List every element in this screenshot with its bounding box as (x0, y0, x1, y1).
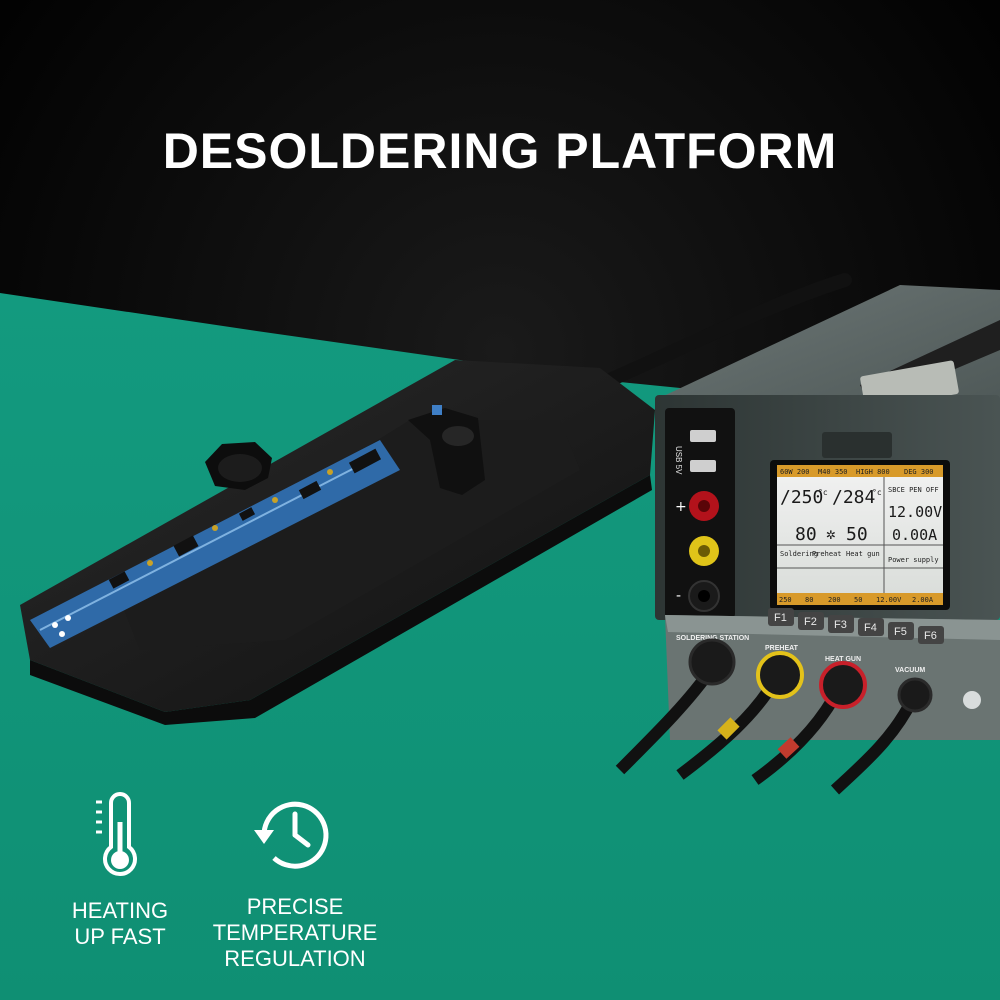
lcd-temp-set: /250 (780, 487, 823, 508)
soldering-station-port[interactable] (688, 638, 736, 686)
lcd-status: SBCE PEN OFF (888, 486, 939, 494)
port-label-soldering: SOLDERING STATION (676, 635, 749, 642)
f5-key[interactable] (888, 622, 914, 640)
port-label-heatgun: HEAT GUN (825, 656, 861, 663)
f3-key[interactable] (828, 615, 854, 633)
lcd-current: 0.00A (892, 526, 937, 544)
feature-heating-line-1: HEATING (71, 898, 169, 923)
feature-regulation: PRECISE TEMPERATURE REGULATION (205, 790, 385, 972)
lcd-preheat: 80 (795, 524, 817, 545)
f1-key[interactable] (768, 608, 794, 626)
lcd-bottom-5: 12.00V (876, 596, 902, 604)
usb-label: USB 5V (674, 446, 683, 475)
f3-label: F3 (834, 619, 847, 631)
svg-text:-: - (676, 588, 681, 604)
f6-key[interactable] (918, 626, 944, 644)
lcd-mid-2: Preheat (812, 550, 842, 558)
lcd-bottom-1: 250 (779, 596, 792, 604)
lcd-bar-1: 60W 200 (780, 468, 810, 476)
lcd-bar-3: HIGH 800 (856, 468, 890, 476)
thermometer-icon (96, 791, 137, 876)
port-label-preheat: PREHEAT (765, 645, 799, 652)
clock-history-icon (254, 801, 329, 869)
feature-regulation-line-2: TEMPERATURE (212, 920, 378, 945)
heat-gun-port[interactable] (819, 661, 867, 709)
lcd-unit-2: °c (872, 488, 882, 497)
lcd-power-label: Power supply (888, 556, 939, 564)
rework-station: 60W 200 M40 350 HIGH 800 DEG 300 /250 °c… (615, 285, 1000, 795)
preheat-port[interactable] (756, 651, 804, 699)
desoldering-board (20, 360, 655, 725)
feature-heating-line-2: UP FAST (74, 924, 166, 949)
page-title: DESOLDERING PLATFORM (162, 123, 838, 179)
f5-label: F5 (894, 626, 907, 638)
lcd-bottom-4: 50 (854, 596, 862, 604)
lcd-bottom-6: 2.00A (912, 596, 934, 604)
usb-port-1[interactable] (690, 430, 716, 442)
lcd-bottom-3: 200 (828, 596, 841, 604)
feature-heating: HEATING UP FAST (50, 788, 190, 950)
usb-port-2[interactable] (690, 460, 716, 472)
f2-key[interactable] (798, 612, 824, 630)
lcd-mid-3: Heat gun (846, 550, 880, 558)
f1-label: F1 (774, 612, 787, 624)
fan-icon: ✲ (826, 524, 836, 543)
f4-label: F4 (864, 622, 877, 634)
lcd-bar-4: DEG 300 (904, 468, 934, 476)
lcd-fan: 50 (846, 524, 868, 545)
lcd-bottom-2: 80 (805, 596, 813, 604)
lcd-unit-1: °c (818, 488, 828, 497)
feature-regulation-line-3: REGULATION (224, 946, 366, 971)
f4-key[interactable] (858, 618, 884, 636)
f6-label: F6 (924, 630, 937, 642)
lcd-mid-1: Soldering (780, 550, 818, 558)
function-keys: F1 F2 F3 F4 F5 F6 (768, 608, 944, 644)
lcd-voltage: 12.00V (888, 503, 942, 521)
power-indicator (963, 691, 981, 709)
feature-regulation-line-1: PRECISE (246, 894, 344, 919)
vacuum-port[interactable] (897, 677, 933, 713)
lcd-temp-actual: /284 (832, 487, 875, 508)
svg-text:+: + (675, 499, 687, 515)
lcd-bar-2: M40 350 (818, 468, 848, 476)
f2-label: F2 (804, 616, 817, 628)
port-label-vacuum: VACUUM (895, 667, 925, 674)
